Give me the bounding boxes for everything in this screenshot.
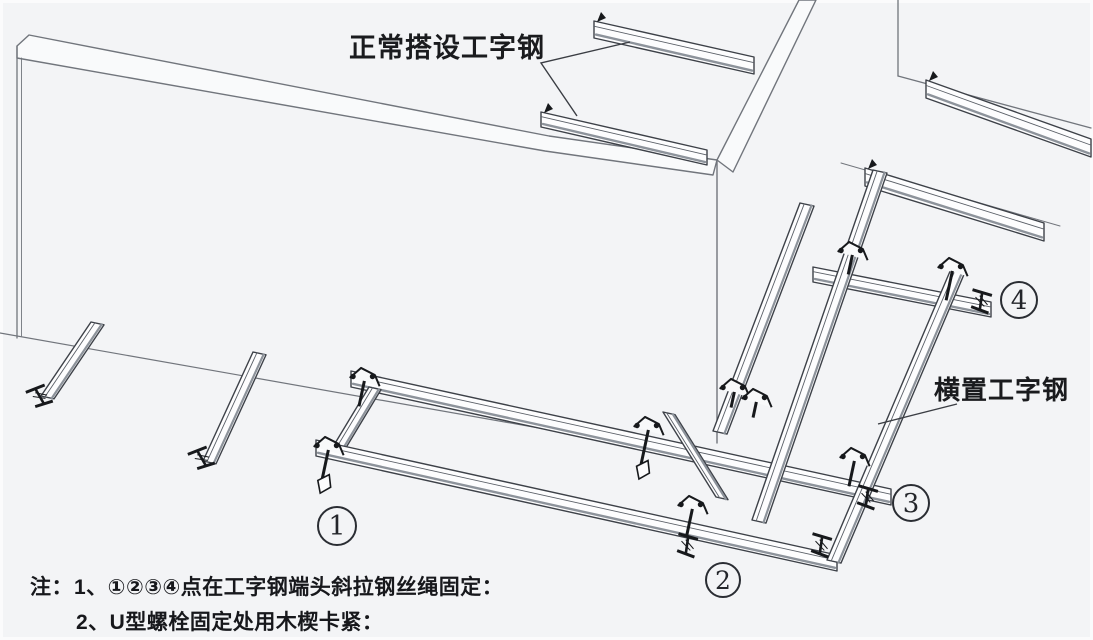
marker-2-num: 2	[715, 566, 731, 595]
marker-4-num: 4	[1011, 286, 1028, 316]
marker-3: 3	[892, 484, 930, 522]
note-line-1: 1、①②③④点在工字钢端头斜拉钢丝绳固定：	[74, 575, 503, 599]
marker-2: 2	[705, 562, 741, 598]
label-normal-ibeam: 正常搭设工字钢	[349, 32, 545, 63]
marker-1-num: 1	[328, 511, 345, 542]
marker-1: 1	[317, 506, 357, 546]
marker-4: 4	[1000, 281, 1038, 319]
label-transverse-ibeam: 横置工字钢	[934, 375, 1069, 405]
structure-drawing	[0, 0, 1092, 572]
marker-3-num: 3	[903, 489, 920, 519]
note-line-2: 2、U型螺栓固定处用木楔卡紧：	[76, 610, 383, 634]
leader-lines	[539, 41, 958, 425]
notes-block: 注： 1、①②③④点在工字钢端头斜拉钢丝绳固定： 2、U型螺栓固定处用木楔卡紧：	[30, 575, 503, 634]
notes-prefix: 注：	[30, 575, 73, 599]
